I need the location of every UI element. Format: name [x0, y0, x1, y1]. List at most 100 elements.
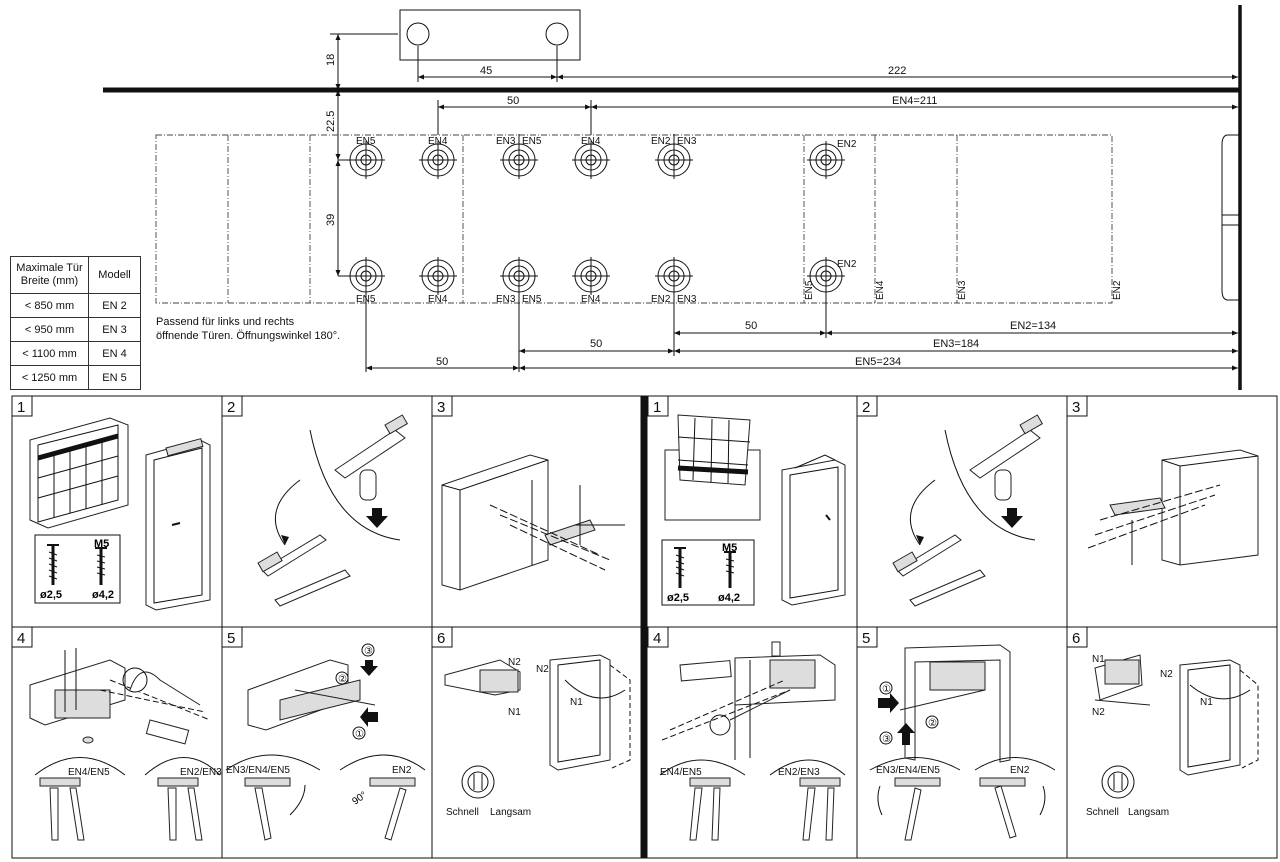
- bracket-hole: [545, 22, 569, 46]
- table-cell-width: < 1100 mm: [10, 341, 89, 366]
- step-illustration: [257, 414, 409, 607]
- speed-slow: Langsam: [1128, 807, 1169, 818]
- callout-en2-en3: EN2/EN3: [180, 767, 222, 778]
- table-row: < 850 mm EN 2: [10, 293, 141, 318]
- table-row: < 1250 mm EN 5: [10, 365, 141, 390]
- speed-fast: Schnell: [446, 807, 479, 818]
- callout-en2: EN2: [392, 765, 412, 776]
- callout-n1: N1: [1200, 697, 1213, 708]
- step-number: 5: [862, 630, 870, 647]
- valve-icon: [461, 765, 495, 799]
- model-table: Maximale Tür Breite (mm) Modell < 850 mm…: [10, 256, 141, 390]
- note-line: öffnende Türen. Öffnungswinkel 180°.: [156, 330, 341, 342]
- callout-n2: N2: [1160, 669, 1173, 680]
- dim-en2-134: EN2=134: [1010, 320, 1056, 332]
- step-number: 1: [653, 399, 661, 416]
- dim-18: 18: [325, 54, 337, 66]
- arm-bracket-plate: [399, 9, 581, 61]
- step-illustration: [1087, 449, 1259, 566]
- hole-label: EN4: [428, 294, 448, 305]
- hole-label: EN5: [356, 136, 376, 147]
- callout-en3-en4-en5: EN3/EN4/EN5: [226, 765, 290, 776]
- hole-target: [419, 257, 457, 295]
- angle-90: 90°: [350, 790, 369, 808]
- dim-en5-234: EN5=234: [855, 356, 901, 368]
- dim-50-r2: 50: [590, 338, 602, 350]
- dim-en3-184: EN3=184: [933, 338, 979, 350]
- hole-label: EN2: [651, 294, 671, 305]
- step-illustration: ③ ② ① EN3/EN4/EN5 EN2 90°: [225, 643, 426, 841]
- hole-target: [500, 141, 538, 179]
- screw-box: [34, 534, 121, 604]
- table-row: < 950 mm EN 3: [10, 317, 141, 342]
- table-header-model: Modell: [88, 256, 141, 294]
- step-number: 5: [227, 630, 235, 647]
- closer-outline: [155, 134, 1113, 304]
- screw-icon: [724, 551, 736, 588]
- step-illustration: N1 N2 N2 N1 Schnell Langsam: [1086, 654, 1259, 818]
- hole-label: EN3: [677, 136, 697, 147]
- step-numbers: 1 2 3 4 5 6 1 2 3 4 5 6: [11, 395, 1088, 648]
- table-cell-width: < 850 mm: [10, 293, 89, 318]
- step-number: 4: [653, 630, 661, 647]
- step-number: 6: [437, 630, 445, 647]
- hole-label: EN3: [496, 294, 516, 305]
- outline-label: EN3: [957, 280, 968, 300]
- hole-target: [347, 141, 385, 179]
- screw-m5-label: M5: [722, 542, 737, 554]
- screw-d25-label: ø2,5: [667, 592, 689, 604]
- hole-label: EN4: [581, 294, 601, 305]
- dim-50-top: 50: [507, 95, 519, 107]
- screw-icon: [47, 544, 59, 585]
- screw-box: [661, 539, 755, 606]
- hole-label: EN3: [677, 294, 697, 305]
- screw-icon: [95, 547, 107, 585]
- step-number: 4: [17, 630, 25, 647]
- callout-en3-en4-en5: EN3/EN4/EN5: [876, 765, 940, 776]
- dim-22-5: 22.5: [325, 111, 337, 132]
- callout-en4-en5: EN4/EN5: [660, 767, 702, 778]
- dim-222: 222: [888, 65, 906, 77]
- callout-n2: N2: [1092, 707, 1105, 718]
- speed-fast: Schnell: [1086, 807, 1119, 818]
- table-cell-model: EN 4: [88, 341, 141, 366]
- callout-en4-en5: EN4/EN5: [68, 767, 110, 778]
- table-cell-width: < 1250 mm: [10, 365, 89, 390]
- speed-slow: Langsam: [490, 807, 531, 818]
- callout-n1: N1: [570, 697, 583, 708]
- screw-icon: [674, 547, 686, 588]
- outline-label: EN2: [1112, 280, 1123, 300]
- hole-target: [419, 141, 457, 179]
- step-illustration: N2 N1 N2 N1 Schnell Langsam: [444, 654, 631, 818]
- callout-n2: N2: [536, 664, 549, 675]
- table-cell-model: EN 2: [88, 293, 141, 318]
- step-number: 3: [437, 399, 445, 416]
- step-number: 3: [1072, 399, 1080, 416]
- hole-target: [347, 257, 385, 295]
- valve-icon: [1101, 765, 1135, 799]
- hole-label: EN3: [496, 136, 516, 147]
- screw-d42-label: ø4,2: [718, 592, 740, 604]
- table-cell-width: < 950 mm: [10, 317, 89, 342]
- table-header-width: Maximale Tür Breite (mm): [10, 256, 89, 294]
- step-illustration: EN4/EN5 EN2/EN3: [29, 648, 222, 841]
- mounting-note: Passend für links und rechts öffnende Tü…: [156, 315, 376, 343]
- hole-target: [572, 257, 610, 295]
- step-number: 6: [1072, 630, 1080, 647]
- step-illustration: M5 ø2,5 ø4,2: [661, 414, 846, 606]
- step-number: 2: [227, 399, 235, 416]
- holes-bottom-row: [347, 257, 845, 295]
- table-row: < 1100 mm EN 4: [10, 341, 141, 366]
- step-number: 1: [17, 399, 25, 416]
- outline-label: EN5: [804, 280, 815, 300]
- hole-label: EN2: [837, 139, 857, 150]
- step-callout: ②: [928, 718, 937, 729]
- hinge: [1221, 134, 1240, 301]
- hole-target: [807, 141, 845, 179]
- hole-label: EN5: [522, 294, 542, 305]
- hole-label: EN2: [651, 136, 671, 147]
- table-cell-model: EN 5: [88, 365, 141, 390]
- callout-en2: EN2: [1010, 765, 1030, 776]
- hole-label: EN2: [837, 259, 857, 270]
